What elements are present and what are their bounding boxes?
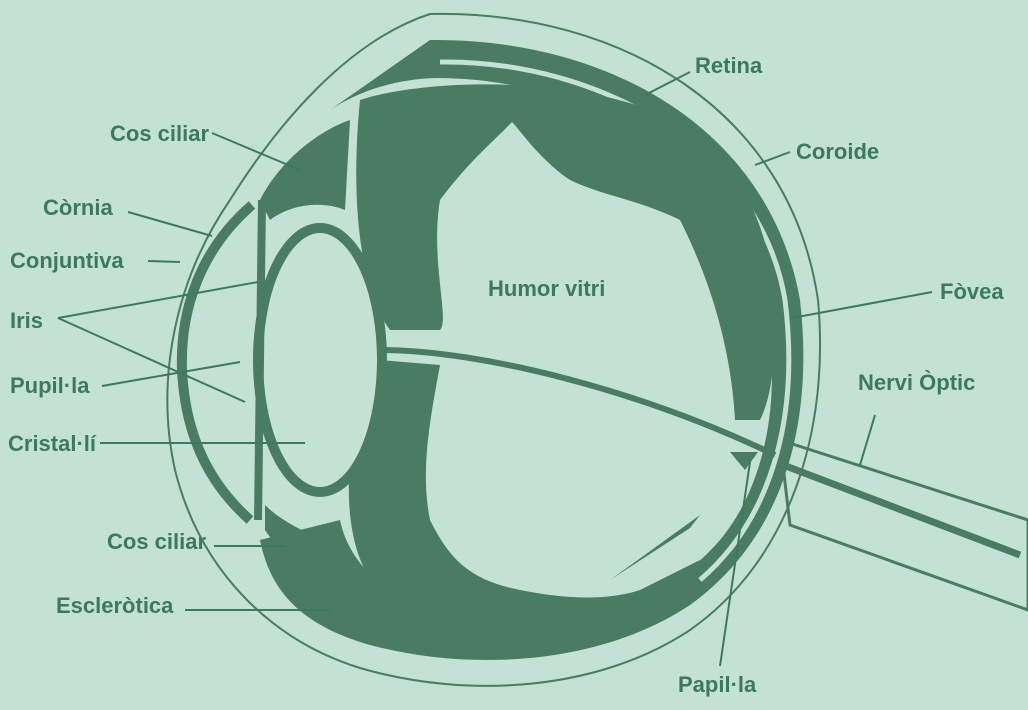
label-esclerotica: Escleròtica [56,593,174,618]
optic-nerve [780,440,1028,610]
label-nervi-optic: Nervi Òptic [858,370,975,395]
cornea [182,205,252,520]
leader-fovea [792,292,932,318]
leader-iris-1 [58,282,258,318]
leader-nervi-optic [860,415,875,465]
leader-conjuntiva [148,261,180,262]
leader-cos-ciliar-top [212,133,300,170]
leader-cornia [128,212,212,236]
lens [258,228,382,492]
label-cornia: Còrnia [43,195,113,220]
eye-cross-section [167,14,1028,686]
ciliary-body-top [260,120,350,220]
label-humor-vitri: Humor vitri [488,276,605,301]
papilla-mark [730,452,758,470]
label-cristalli: Cristal·lí [8,431,97,456]
leader-pupilla [102,362,240,386]
label-retina: Retina [695,53,763,78]
label-coroide: Coroide [796,139,879,164]
iris [258,200,262,520]
label-papilla: Papil·la [678,672,757,697]
label-iris: Iris [10,308,43,333]
label-cos-ciliar-bottom: Cos ciliar [107,529,206,554]
label-conjuntiva: Conjuntiva [10,248,124,273]
label-cos-ciliar-top: Cos ciliar [110,121,209,146]
label-pupilla: Pupil·la [10,373,90,398]
label-fovea: Fòvea [940,279,1004,304]
